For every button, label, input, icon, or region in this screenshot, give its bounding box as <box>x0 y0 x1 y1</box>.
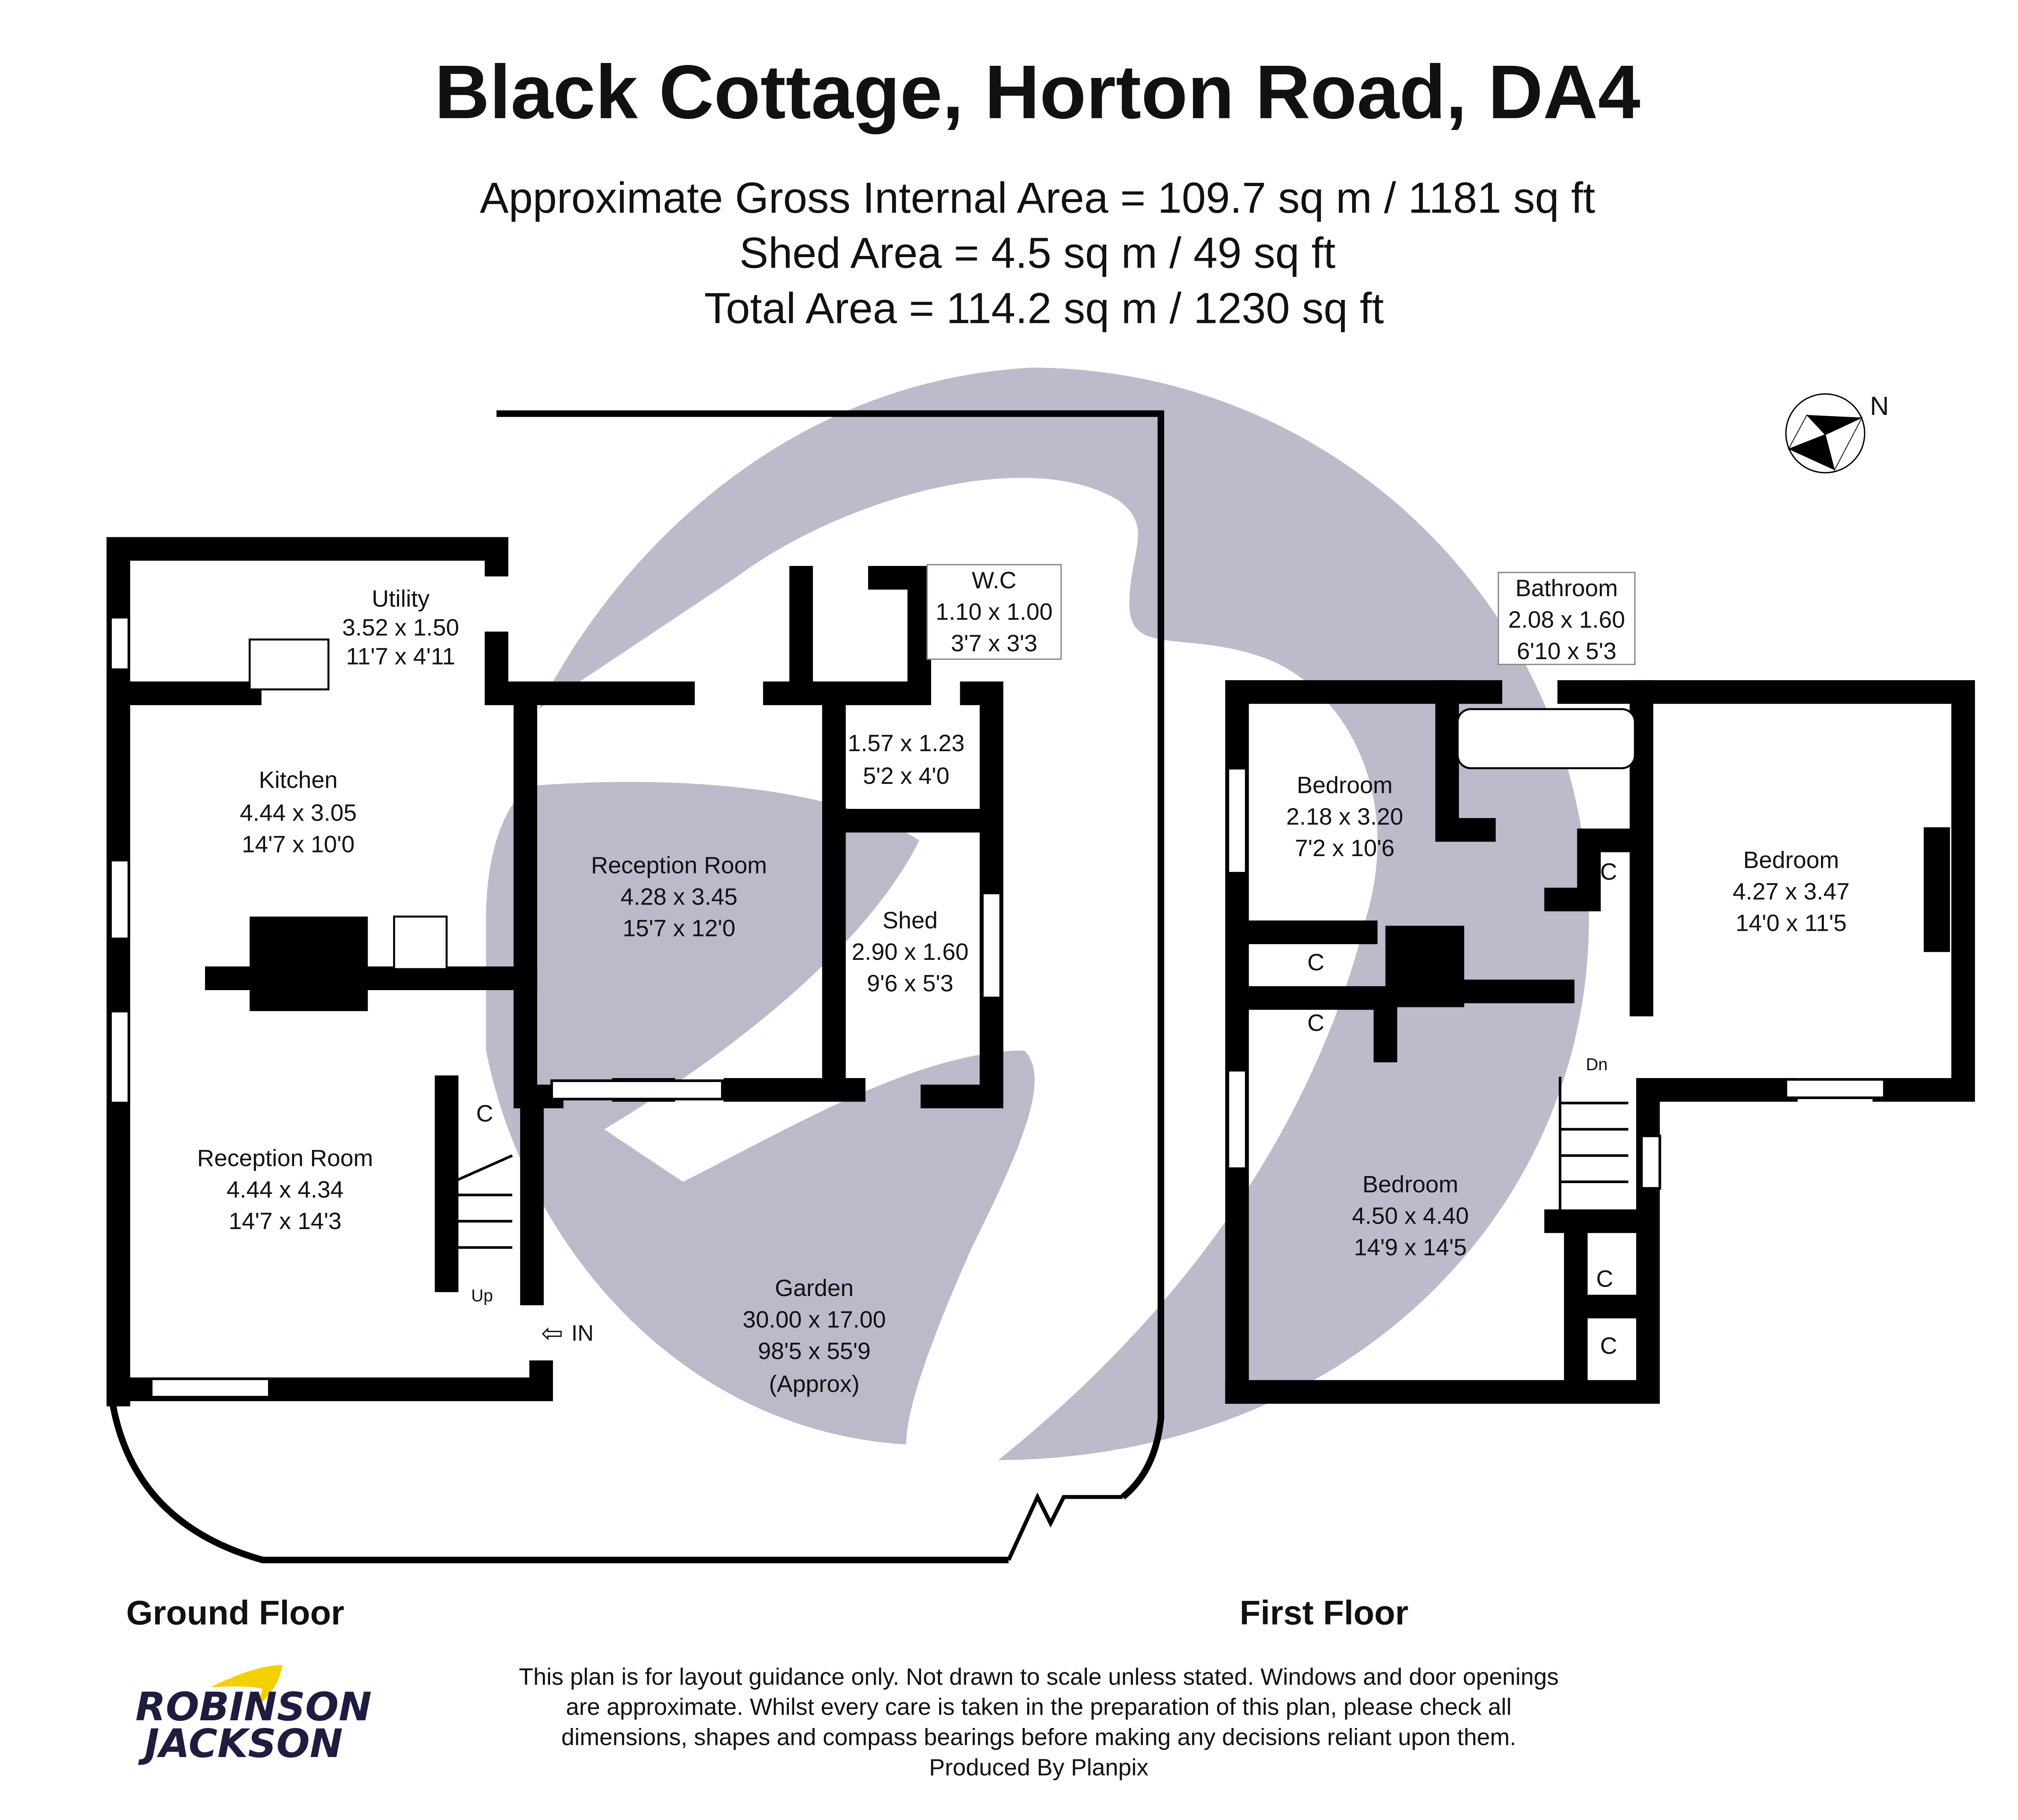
room-kitchen: Kitchen 4.44 x 3.05 14'7 x 10'0 <box>240 767 357 857</box>
svg-text:15'7 x 12'0: 15'7 x 12'0 <box>623 915 736 942</box>
svg-text:6'10 x 5'3: 6'10 x 5'3 <box>1517 638 1616 664</box>
room-bedroom-main: Bedroom 4.50 x 4.40 14'9 x 14'5 <box>1352 1171 1469 1261</box>
ground-floor-walls <box>106 410 1164 1563</box>
svg-text:W.C: W.C <box>972 567 1017 593</box>
cupboard-label: C <box>1600 859 1617 885</box>
svg-text:5'2 x 4'0: 5'2 x 4'0 <box>863 763 949 789</box>
room-bathroom: Bathroom 2.08 x 1.60 6'10 x 5'3 <box>1497 572 1636 665</box>
svg-text:Bedroom: Bedroom <box>1743 847 1839 873</box>
area-total: Total Area = 114.2 sq m / 1230 sq ft <box>704 284 1384 332</box>
svg-text:4.27 x 3.47: 4.27 x 3.47 <box>1733 878 1850 905</box>
watermark <box>486 367 1589 1460</box>
svg-text:14'9 x 14'5: 14'9 x 14'5 <box>1354 1234 1467 1261</box>
first-floor-label: First Floor <box>1240 1593 1409 1632</box>
svg-text:4.50 x 4.40: 4.50 x 4.40 <box>1352 1203 1469 1229</box>
room-reception-rear: Reception Room 4.28 x 3.45 15'7 x 12'0 <box>591 852 767 941</box>
room-reception-front: Reception Room 4.44 x 4.34 14'7 x 14'3 <box>197 1145 373 1234</box>
svg-text:dimensions, shapes and compass: dimensions, shapes and compass bearings … <box>561 1724 1516 1751</box>
first-floor-walls <box>1225 680 1975 1404</box>
svg-text:Bedroom: Bedroom <box>1297 772 1393 798</box>
svg-text:Shed: Shed <box>883 907 938 934</box>
svg-text:30.00 x 17.00: 30.00 x 17.00 <box>743 1307 886 1333</box>
svg-text:7'2 x 10'6: 7'2 x 10'6 <box>1295 835 1394 861</box>
svg-text:14'7 x 14'3: 14'7 x 14'3 <box>229 1208 342 1234</box>
area-shed: Shed Area = 4.5 sq m / 49 sq ft <box>739 229 1336 277</box>
svg-text:14'0 x 11'5: 14'0 x 11'5 <box>1735 910 1846 936</box>
svg-text:3.52 x 1.50: 3.52 x 1.50 <box>342 615 459 641</box>
svg-text:4.28 x 3.45: 4.28 x 3.45 <box>621 884 738 910</box>
svg-text:Bathroom: Bathroom <box>1516 575 1618 601</box>
svg-text:14'7 x 10'0: 14'7 x 10'0 <box>242 831 355 857</box>
svg-text:11'7 x 4'11: 11'7 x 4'11 <box>346 643 455 670</box>
room-bedroom-small: Bedroom 2.18 x 3.20 7'2 x 10'6 <box>1286 772 1403 861</box>
disclaimer: This plan is for layout guidance only. N… <box>519 1664 1559 1780</box>
entrance-label: IN <box>571 1321 594 1346</box>
svg-text:9'6 x 5'3: 9'6 x 5'3 <box>867 970 953 997</box>
svg-text:Bedroom: Bedroom <box>1363 1171 1459 1198</box>
svg-text:2.08 x 1.60: 2.08 x 1.60 <box>1508 607 1625 633</box>
compass-north-label: N <box>1870 391 1889 421</box>
svg-text:98'5 x 55'9: 98'5 x 55'9 <box>758 1338 871 1364</box>
svg-text:ROBINSON: ROBINSON <box>136 1684 372 1730</box>
area-gross: Approximate Gross Internal Area = 109.7 … <box>480 174 1595 222</box>
svg-text:This plan is for layout guidan: This plan is for layout guidance only. N… <box>519 1664 1559 1690</box>
svg-text:(Approx): (Approx) <box>769 1371 860 1397</box>
svg-text:Kitchen: Kitchen <box>259 767 337 793</box>
svg-text:4.44 x 4.34: 4.44 x 4.34 <box>227 1177 344 1203</box>
entrance-arrow-icon: ⇦ <box>541 1318 563 1348</box>
stairs-down-label: Dn <box>1586 1055 1608 1074</box>
svg-text:Produced By Planpix: Produced By Planpix <box>929 1754 1149 1780</box>
svg-text:Utility: Utility <box>372 586 430 612</box>
agency-logo: ROBINSON JACKSON <box>136 1665 372 1767</box>
svg-text:Garden: Garden <box>775 1275 854 1301</box>
cupboard-label: C <box>1307 1010 1324 1036</box>
svg-text:1.10 x 1.00: 1.10 x 1.00 <box>936 599 1053 625</box>
svg-text:Reception Room: Reception Room <box>197 1145 373 1171</box>
ground-floor-label: Ground Floor <box>126 1593 344 1632</box>
svg-text:JACKSON: JACKSON <box>138 1721 343 1767</box>
svg-text:2.90 x 1.60: 2.90 x 1.60 <box>852 939 969 965</box>
cupboard-label: C <box>1596 1266 1613 1292</box>
room-shed: Shed 2.90 x 1.60 9'6 x 5'3 <box>852 907 969 997</box>
room-bedroom-right: Bedroom 4.27 x 3.47 14'0 x 11'5 <box>1733 847 1850 936</box>
svg-text:are approximate. Whilst every: are approximate. Whilst every care is ta… <box>566 1694 1511 1720</box>
cupboard-label: C <box>1307 949 1324 976</box>
room-wc: W.C 1.10 x 1.00 3'7 x 3'3 <box>926 564 1062 660</box>
compass-rose-icon: N <box>1785 391 1889 473</box>
stairs-up-label: Up <box>471 1286 493 1305</box>
cupboard-label: C <box>1600 1333 1617 1359</box>
page-title: Black Cottage, Horton Road, DA4 <box>435 49 1641 134</box>
room-garden: Garden 30.00 x 17.00 98'5 x 55'9 (Approx… <box>743 1275 886 1397</box>
room-store: 1.57 x 1.23 5'2 x 4'0 <box>848 730 965 789</box>
svg-text:2.18 x 3.20: 2.18 x 3.20 <box>1286 804 1403 830</box>
svg-text:1.57 x 1.23: 1.57 x 1.23 <box>848 730 965 756</box>
svg-text:3'7 x 3'3: 3'7 x 3'3 <box>951 630 1037 657</box>
svg-text:4.44 x 3.05: 4.44 x 3.05 <box>240 800 357 826</box>
cupboard-label: C <box>476 1100 493 1127</box>
room-utility: Utility 3.52 x 1.50 11'7 x 4'11 <box>342 586 459 670</box>
svg-text:Reception Room: Reception Room <box>591 852 767 878</box>
